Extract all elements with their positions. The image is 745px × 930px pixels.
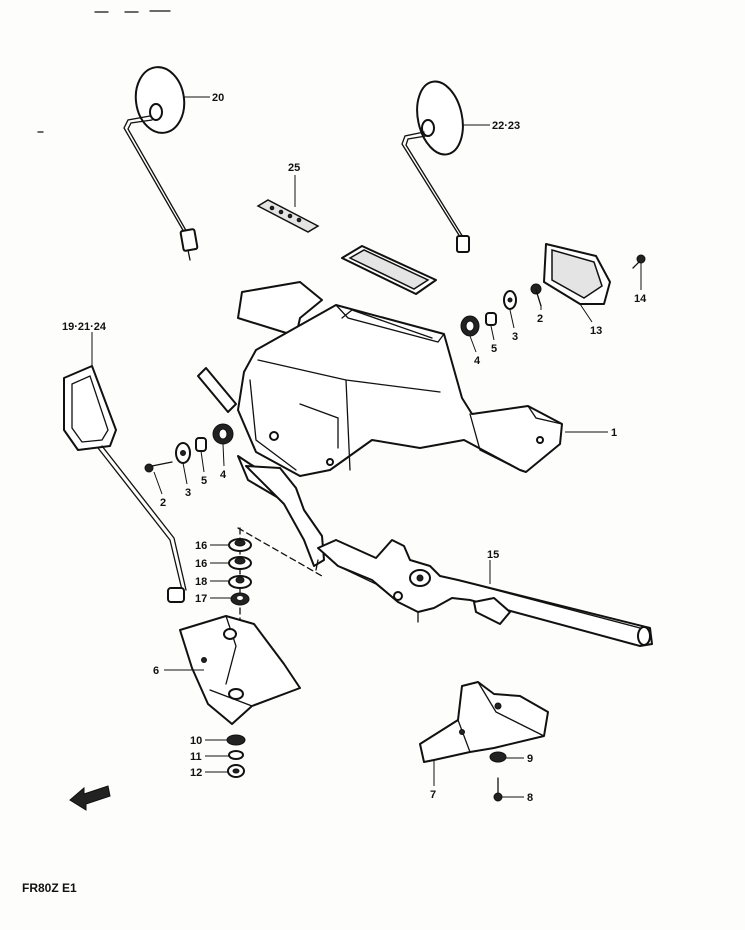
mirror-19-21-24[interactable]: [63, 365, 187, 603]
label-10: 10: [190, 735, 202, 747]
label-6: 6: [153, 665, 159, 677]
hardware-left[interactable]: [144, 423, 234, 473]
label-20: 20: [212, 92, 224, 104]
mount-stack[interactable]: [228, 538, 252, 606]
label-4-left: 4: [220, 469, 227, 481]
label-14: 14: [634, 293, 647, 305]
label-5-right: 5: [491, 343, 497, 355]
hardware-right[interactable]: [460, 283, 542, 337]
mirror-20[interactable]: [123, 64, 199, 261]
label-7: 7: [430, 789, 436, 801]
label-3-right: 3: [512, 331, 518, 343]
bracket-6[interactable]: [179, 615, 301, 725]
label-12: 12: [190, 767, 202, 779]
reflector-13[interactable]: [543, 243, 611, 305]
washer-stack-lower[interactable]: [226, 734, 246, 778]
label-11: 11: [190, 751, 202, 763]
front-arrow-icon: [69, 785, 111, 811]
label-8: 8: [527, 792, 533, 804]
reflector-strip-25[interactable]: [256, 199, 320, 233]
label-2-left: 2: [160, 497, 166, 509]
label-2-right: 2: [537, 313, 543, 325]
label-25: 25: [288, 162, 300, 174]
label-1: 1: [611, 427, 617, 439]
label-3-left: 3: [185, 487, 191, 499]
label-16-a: 16: [195, 540, 207, 552]
label-18: 18: [195, 576, 207, 588]
handlebar-15[interactable]: [245, 465, 653, 647]
mirror-22-23[interactable]: [401, 77, 470, 253]
label-13: 13: [590, 325, 602, 337]
handle-cover-body-1[interactable]: [237, 281, 563, 477]
label-22-23: 22·23: [492, 120, 520, 132]
bracket-7[interactable]: [419, 681, 549, 763]
leader-lines: [91, 96, 642, 798]
screw-14[interactable]: [632, 254, 646, 269]
label-17: 17: [195, 593, 207, 605]
scan-marks: [37, 10, 171, 133]
label-15: 15: [487, 549, 499, 561]
bolt-8[interactable]: [493, 777, 503, 802]
label-9: 9: [527, 753, 533, 765]
label-5-left: 5: [201, 475, 207, 487]
label-16-b: 16: [195, 558, 207, 570]
meter-lens[interactable]: [341, 245, 437, 295]
label-19-21-24: 19·21·24: [62, 321, 107, 333]
part-labels: 20 22·23 25 19·21·24 14 13 2 3 5 4 1 2 3…: [62, 92, 647, 804]
nut-9[interactable]: [489, 751, 507, 763]
diagram-code: FR80Z E1: [22, 881, 77, 895]
label-4-right: 4: [474, 355, 481, 367]
